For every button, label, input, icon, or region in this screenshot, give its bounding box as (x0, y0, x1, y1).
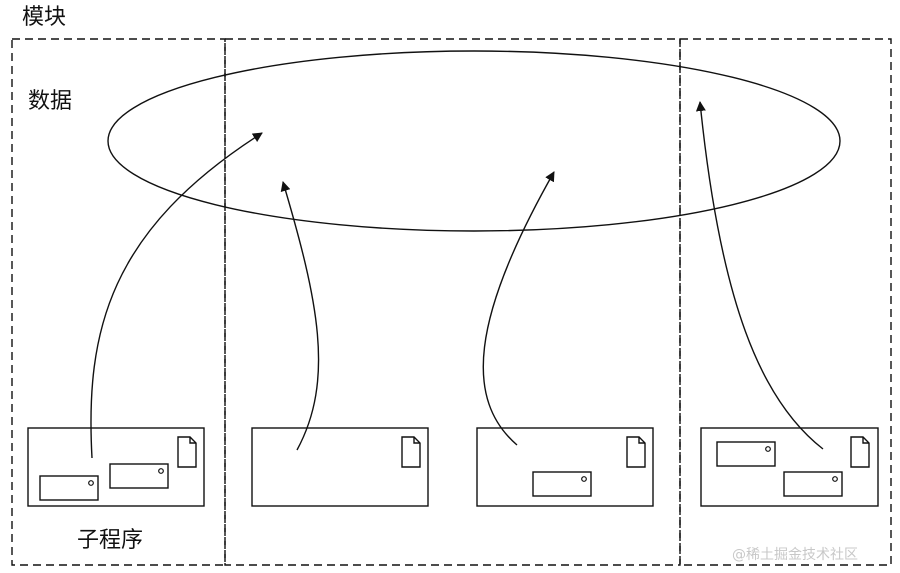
slot-icon (783, 471, 843, 497)
document-icon (177, 436, 197, 468)
subroutine-box-3 (476, 427, 654, 507)
slot-icon (39, 475, 99, 501)
slot-icon (532, 471, 592, 497)
subroutine-box-2 (251, 427, 429, 507)
access-arrow-2 (280, 181, 320, 451)
module-label: 模块 (22, 5, 67, 30)
access-arrow-1 (90, 132, 263, 459)
module-frame-3 (679, 38, 892, 566)
access-arrow-3 (482, 171, 555, 446)
document-icon (626, 436, 646, 468)
watermark: @稀土掘金技术社区 (732, 547, 858, 563)
subroutine-label: 子程序 (77, 528, 144, 553)
slot-icon (109, 463, 169, 489)
access-arrow-4 (695, 101, 824, 450)
data-label: 数据 (28, 89, 73, 114)
slot-icon (716, 441, 776, 467)
document-icon (850, 436, 870, 468)
subroutine-box-4 (700, 427, 879, 507)
document-icon (401, 436, 421, 468)
data-ellipse (107, 50, 841, 232)
module-frame-1 (11, 38, 226, 566)
subroutine-box-1 (27, 427, 205, 507)
